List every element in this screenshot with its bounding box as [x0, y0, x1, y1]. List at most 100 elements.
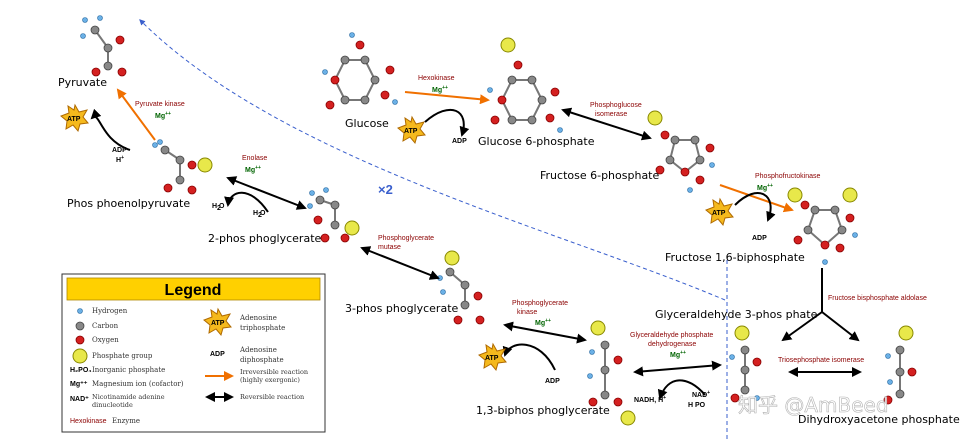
- legend-atp: Adenosine: [239, 314, 277, 322]
- molecule-3pg: [437, 250, 485, 325]
- enzyme-pk: Pyruvate kinase: [135, 101, 185, 108]
- arrow-water: [224, 191, 269, 213]
- legend-enzyme: Enzyme: [112, 417, 140, 425]
- atp-text-4: ATP: [67, 116, 81, 123]
- arrow-nad: [657, 379, 706, 400]
- mg-gapdh: Mg++: [670, 350, 686, 359]
- mg-hexokinase: Mg++: [432, 85, 448, 94]
- water-2: H O: [253, 210, 266, 217]
- label-2pg: 2-phos phoglycerate: [208, 232, 322, 245]
- atp-text-3: ATP: [485, 355, 499, 362]
- recycle-path: [139, 19, 726, 301]
- label-13bpg: 1,3-biphos phoglycerate: [476, 404, 610, 417]
- legend-hydrogen: Hydrogen: [92, 307, 128, 315]
- legend-atp2: triphosphate: [240, 324, 285, 332]
- legend-inorganic: Inorganic phosphate: [92, 366, 165, 374]
- molecule-glucose: [322, 32, 398, 110]
- water-1: H O: [212, 203, 225, 210]
- label-dhap: Dihydroxyacetone phosphate: [798, 413, 960, 426]
- mg-pk: Mg++: [155, 111, 171, 120]
- legend-enzyme-example: Hexokinase: [70, 418, 107, 425]
- x2-label: ×2: [378, 182, 393, 197]
- molecule-g6p: [487, 37, 563, 133]
- label-3pg: 3-phos phoglycerate: [345, 302, 459, 315]
- label-g6p: Glucose 6-phosphate: [478, 135, 595, 148]
- enzyme-pgm-1: Phosphoglycerate: [378, 235, 434, 242]
- nadh-label: NADH, H+: [634, 395, 666, 404]
- aldolase-left: [781, 311, 823, 342]
- label-g3p: Glyceraldehyde 3-phos phate: [655, 308, 818, 321]
- label-pyruvate: Pyruvate: [58, 76, 107, 89]
- legend-irreversible2: (highly exergonic): [240, 376, 300, 384]
- molecule-pyruvate: [80, 15, 127, 77]
- legend-reversible: Reversible reaction: [240, 393, 304, 401]
- adp-3: ADP: [545, 378, 560, 385]
- legend-carbon: Carbon: [92, 322, 119, 330]
- label-pep: Phos phoenolpyruvate: [67, 197, 190, 210]
- enzyme-pfk: Phosphofructokinase: [755, 173, 820, 180]
- enzyme-pgm-2: mutase: [378, 244, 401, 251]
- legend-nad2: dinucleotide: [92, 401, 133, 409]
- arrow-pgk: [503, 321, 587, 344]
- enzyme-enolase: Enolase: [242, 155, 267, 162]
- arrow-atp-adp-2: [734, 192, 776, 222]
- legend-box: Legend Hydrogen Carbon Oxygen Phosphate …: [61, 273, 326, 433]
- molecule-13bpg: [587, 320, 636, 426]
- enzyme-tpi: Triosephosphate isomerase: [778, 357, 864, 364]
- water-1-sub: 2: [217, 205, 221, 212]
- molecule-g3p: [729, 325, 762, 403]
- legend-adp2: diphosphate: [240, 356, 284, 364]
- enzyme-aldolase: Fructose bisphosphate aldolase: [828, 295, 927, 302]
- legend-irreversible: Irreversible reaction: [240, 368, 308, 376]
- arrow-adp-atp-pgk: [502, 343, 556, 371]
- mg-pfk: Mg++: [757, 183, 773, 192]
- nad-label: NAD+: [692, 390, 710, 399]
- atp-text-1: ATP: [404, 128, 418, 135]
- arrow-hexokinase: [404, 91, 490, 105]
- enzyme-pgi-1: Phosphoglucose: [590, 102, 642, 109]
- molecule-2pg: [307, 187, 360, 243]
- enzyme-pgk-2: kinase: [517, 309, 537, 316]
- arrow-gapdh: [633, 360, 722, 377]
- legend-phosphate: Phosphate group: [92, 352, 153, 360]
- enzyme-gapdh-1: Glyceraldehyde phosphate: [630, 332, 713, 339]
- enzyme-pgi-2: isomerase: [595, 111, 627, 118]
- legend-atp-sym: ATP: [211, 320, 225, 327]
- arrow-pgi: [561, 107, 652, 141]
- legend-adp-sym: ADP: [210, 351, 225, 358]
- legend-oxygen: Oxygen: [92, 336, 119, 344]
- label-glucose: Glucose: [345, 117, 389, 130]
- atp-text-2: ATP: [712, 210, 726, 217]
- molecule-dhap: [883, 325, 917, 405]
- legend-mg-sym: Mg⁺⁺: [70, 381, 88, 388]
- molecule-f6p: [647, 110, 715, 193]
- adp-2: ADP: [752, 235, 767, 242]
- molecule-f16bp: [787, 187, 858, 265]
- label-f16bp: Fructose 1,6-biphosphate: [665, 251, 805, 264]
- aldolase-right: [821, 311, 860, 342]
- enzyme-gapdh-2: dehydrogenase: [648, 341, 696, 348]
- arrow-atp-adp-1: [424, 108, 470, 137]
- legend-nad-sym: NAD⁺: [70, 396, 89, 403]
- molecule-pep: [152, 139, 213, 195]
- legend-title: Legend: [165, 282, 222, 299]
- arrow-enolase: [226, 176, 307, 210]
- mg-pgk: Mg++: [535, 318, 551, 327]
- watermark: 知乎 @AmBeed: [738, 393, 889, 417]
- label-f6p: Fructose 6-phosphate: [540, 169, 659, 182]
- legend-h2po4-sym: H₂PO₄: [70, 367, 92, 374]
- enzyme-hexokinase: Hexokinase: [418, 75, 455, 82]
- water-2-sub: 2: [258, 212, 262, 219]
- legend-adp: Adenosine: [239, 346, 277, 354]
- mg-enolase: Mg++: [245, 165, 261, 174]
- h-plus: H+: [116, 155, 124, 164]
- adp-1: ADP: [452, 138, 467, 145]
- arrow-pgm: [360, 246, 440, 280]
- arrow-pfk: [719, 184, 794, 213]
- adp-4: ADP: [112, 147, 127, 154]
- enzyme-pgk-1: Phosphoglycerate: [512, 300, 568, 307]
- legend-magnesium: Magnesium ion (cofactor): [92, 380, 184, 388]
- arrow-pyruvate-kinase: [116, 88, 156, 141]
- legend-nad: Nicotinamide adenine: [92, 393, 165, 401]
